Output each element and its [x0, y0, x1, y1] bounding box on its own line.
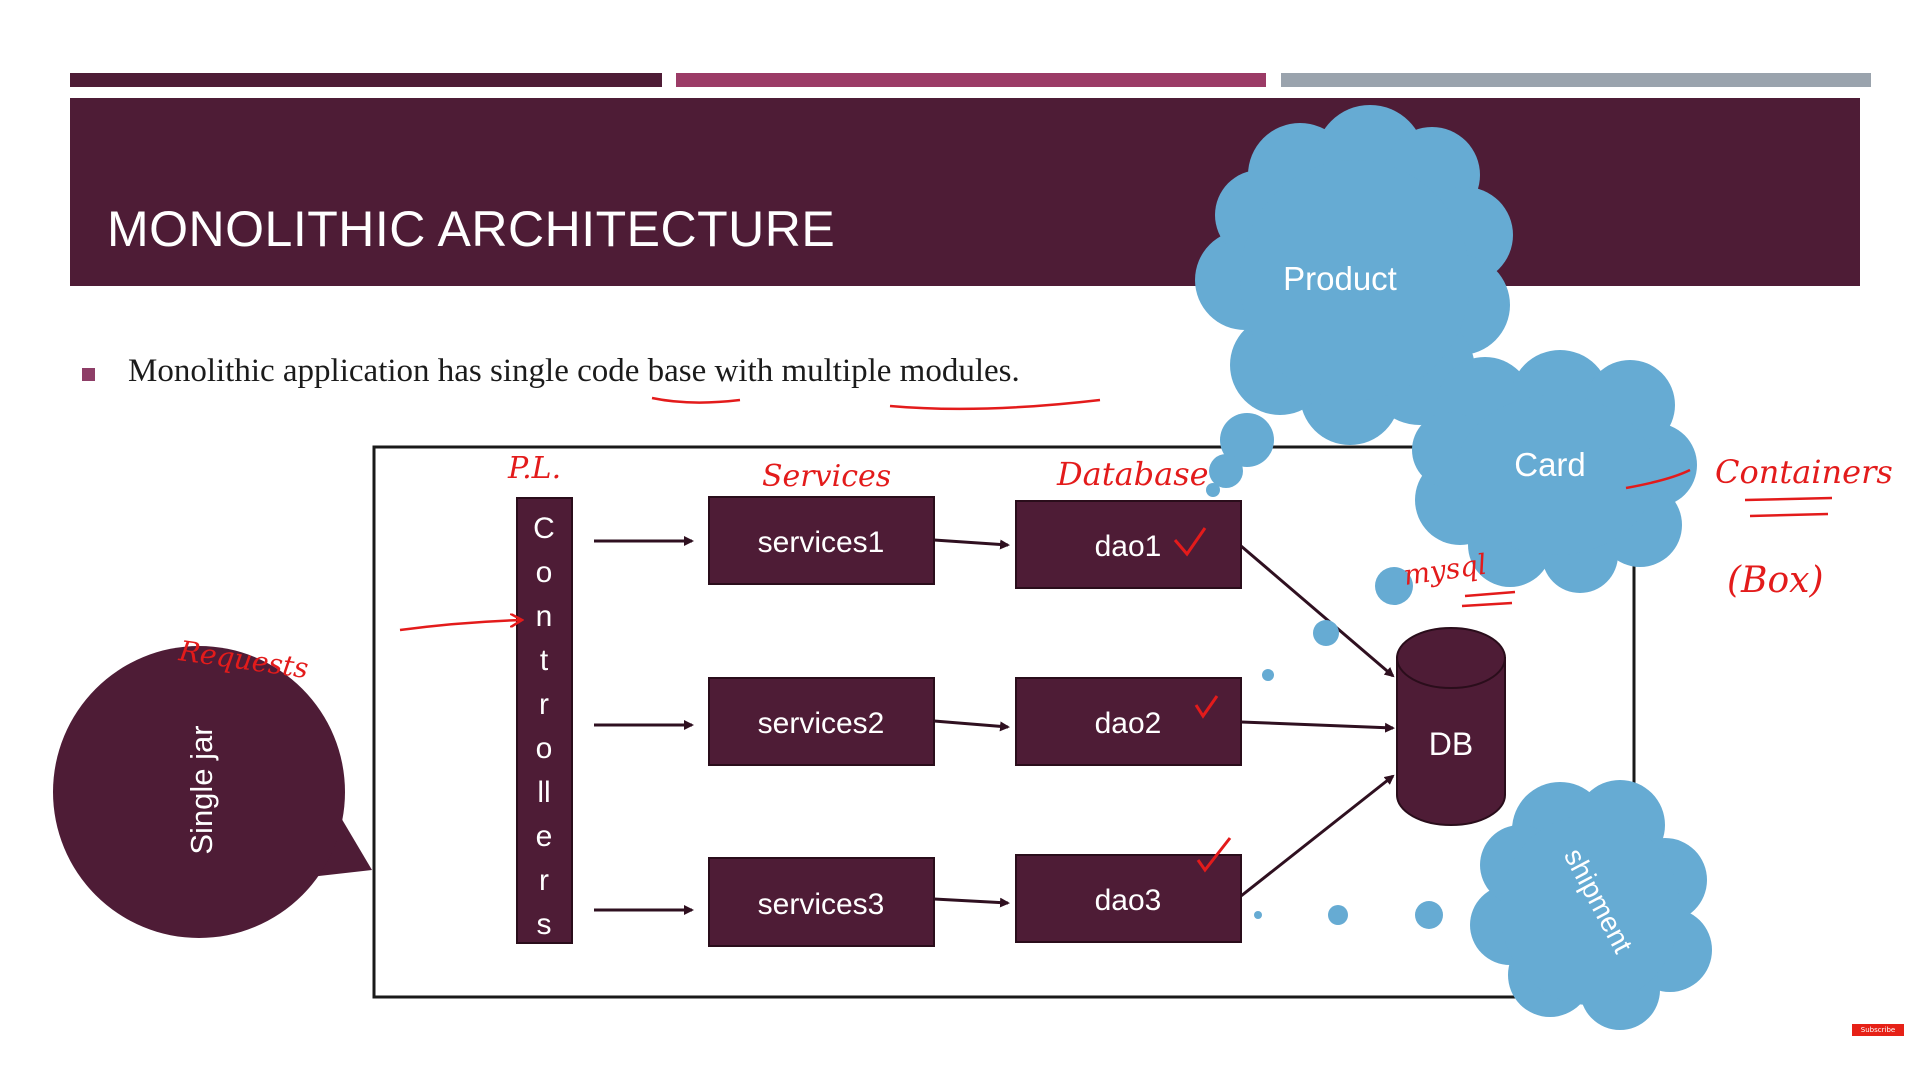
dao2-checkmark [1194, 695, 1219, 719]
dao2-box: dao2 [1015, 677, 1242, 766]
services2-label: services2 [758, 707, 885, 740]
product-cloud: Product [1195, 105, 1513, 445]
requests-arrow [399, 620, 522, 632]
services1-label: services1 [758, 526, 885, 559]
title-band [70, 98, 1860, 286]
single-jar-label: Single jar [184, 725, 219, 854]
top-bar-magenta [676, 73, 1266, 87]
underline-code-base [651, 396, 741, 404]
card-label: Card [1514, 446, 1586, 483]
annotation-services: Services [762, 459, 891, 494]
shipment-cloud: shipment [1470, 780, 1712, 1030]
dao1-checkmark [1173, 527, 1207, 557]
arrow-dao1-db [1240, 544, 1395, 678]
controllers-letter: o [536, 556, 553, 589]
thought-bubble-dots [1206, 413, 1443, 929]
controllers-letter: s [537, 908, 552, 941]
single-jar-callout: Single jar [53, 646, 372, 938]
dao2-label: dao2 [1095, 707, 1162, 740]
top-bar-gray [1281, 73, 1871, 87]
controllers-letter: C [533, 512, 555, 545]
annotation-database: Database [1056, 455, 1209, 493]
top-bar-plum [70, 73, 662, 87]
controllers-letter: r [539, 688, 549, 721]
controllers-box: C o n t r o ll e r s [516, 497, 573, 944]
container-connector [1625, 468, 1691, 490]
annotation-mysql: mysql [1401, 548, 1488, 592]
subscribe-button[interactable]: Subscribe [1852, 1024, 1904, 1036]
database-cylinder: DB [1396, 627, 1506, 826]
controllers-letter: e [536, 820, 553, 853]
arrow-services3-dao3 [933, 897, 1010, 908]
dao3-label: dao3 [1095, 884, 1162, 917]
product-label: Product [1283, 260, 1397, 297]
controllers-letter: n [536, 600, 553, 633]
arrow-dao3-db [1240, 774, 1395, 898]
services3-box: services3 [708, 857, 935, 947]
services3-label: services3 [758, 888, 885, 921]
dao3-checkmark [1196, 837, 1232, 873]
services1-box: services1 [708, 496, 935, 585]
arrow-dao2-db [1240, 720, 1395, 733]
controllers-letter: ll [537, 776, 550, 809]
services2-box: services2 [708, 677, 935, 766]
underline-multiple-modules [889, 398, 1101, 411]
bullet-marker [82, 368, 95, 381]
handwritten-annotations: P.L. Services Database Requests mysql Co… [176, 396, 1893, 873]
controllers-letter: t [540, 644, 549, 677]
arrow-services2-dao2 [933, 719, 1010, 732]
arrow-services1-dao1 [933, 538, 1010, 550]
application-container [372, 445, 1636, 999]
mysql-underline [1461, 590, 1516, 608]
dao1-box: dao1 [1015, 500, 1242, 589]
containers-underline [1744, 496, 1833, 518]
annotation-containers: Containers [1715, 453, 1893, 491]
db-label: DB [1429, 726, 1473, 762]
card-cloud: Card [1412, 350, 1697, 593]
annotation-pl: P.L. [507, 451, 561, 486]
dao1-label: dao1 [1095, 530, 1162, 563]
annotation-box: (Box) [1727, 560, 1824, 601]
controllers-letter: o [536, 732, 553, 765]
bullet-text: Monolithic application has single code b… [128, 353, 1020, 389]
controllers-letter: r [539, 864, 549, 897]
slide-title: MONOLITHIC ARCHITECTURE [107, 201, 836, 257]
